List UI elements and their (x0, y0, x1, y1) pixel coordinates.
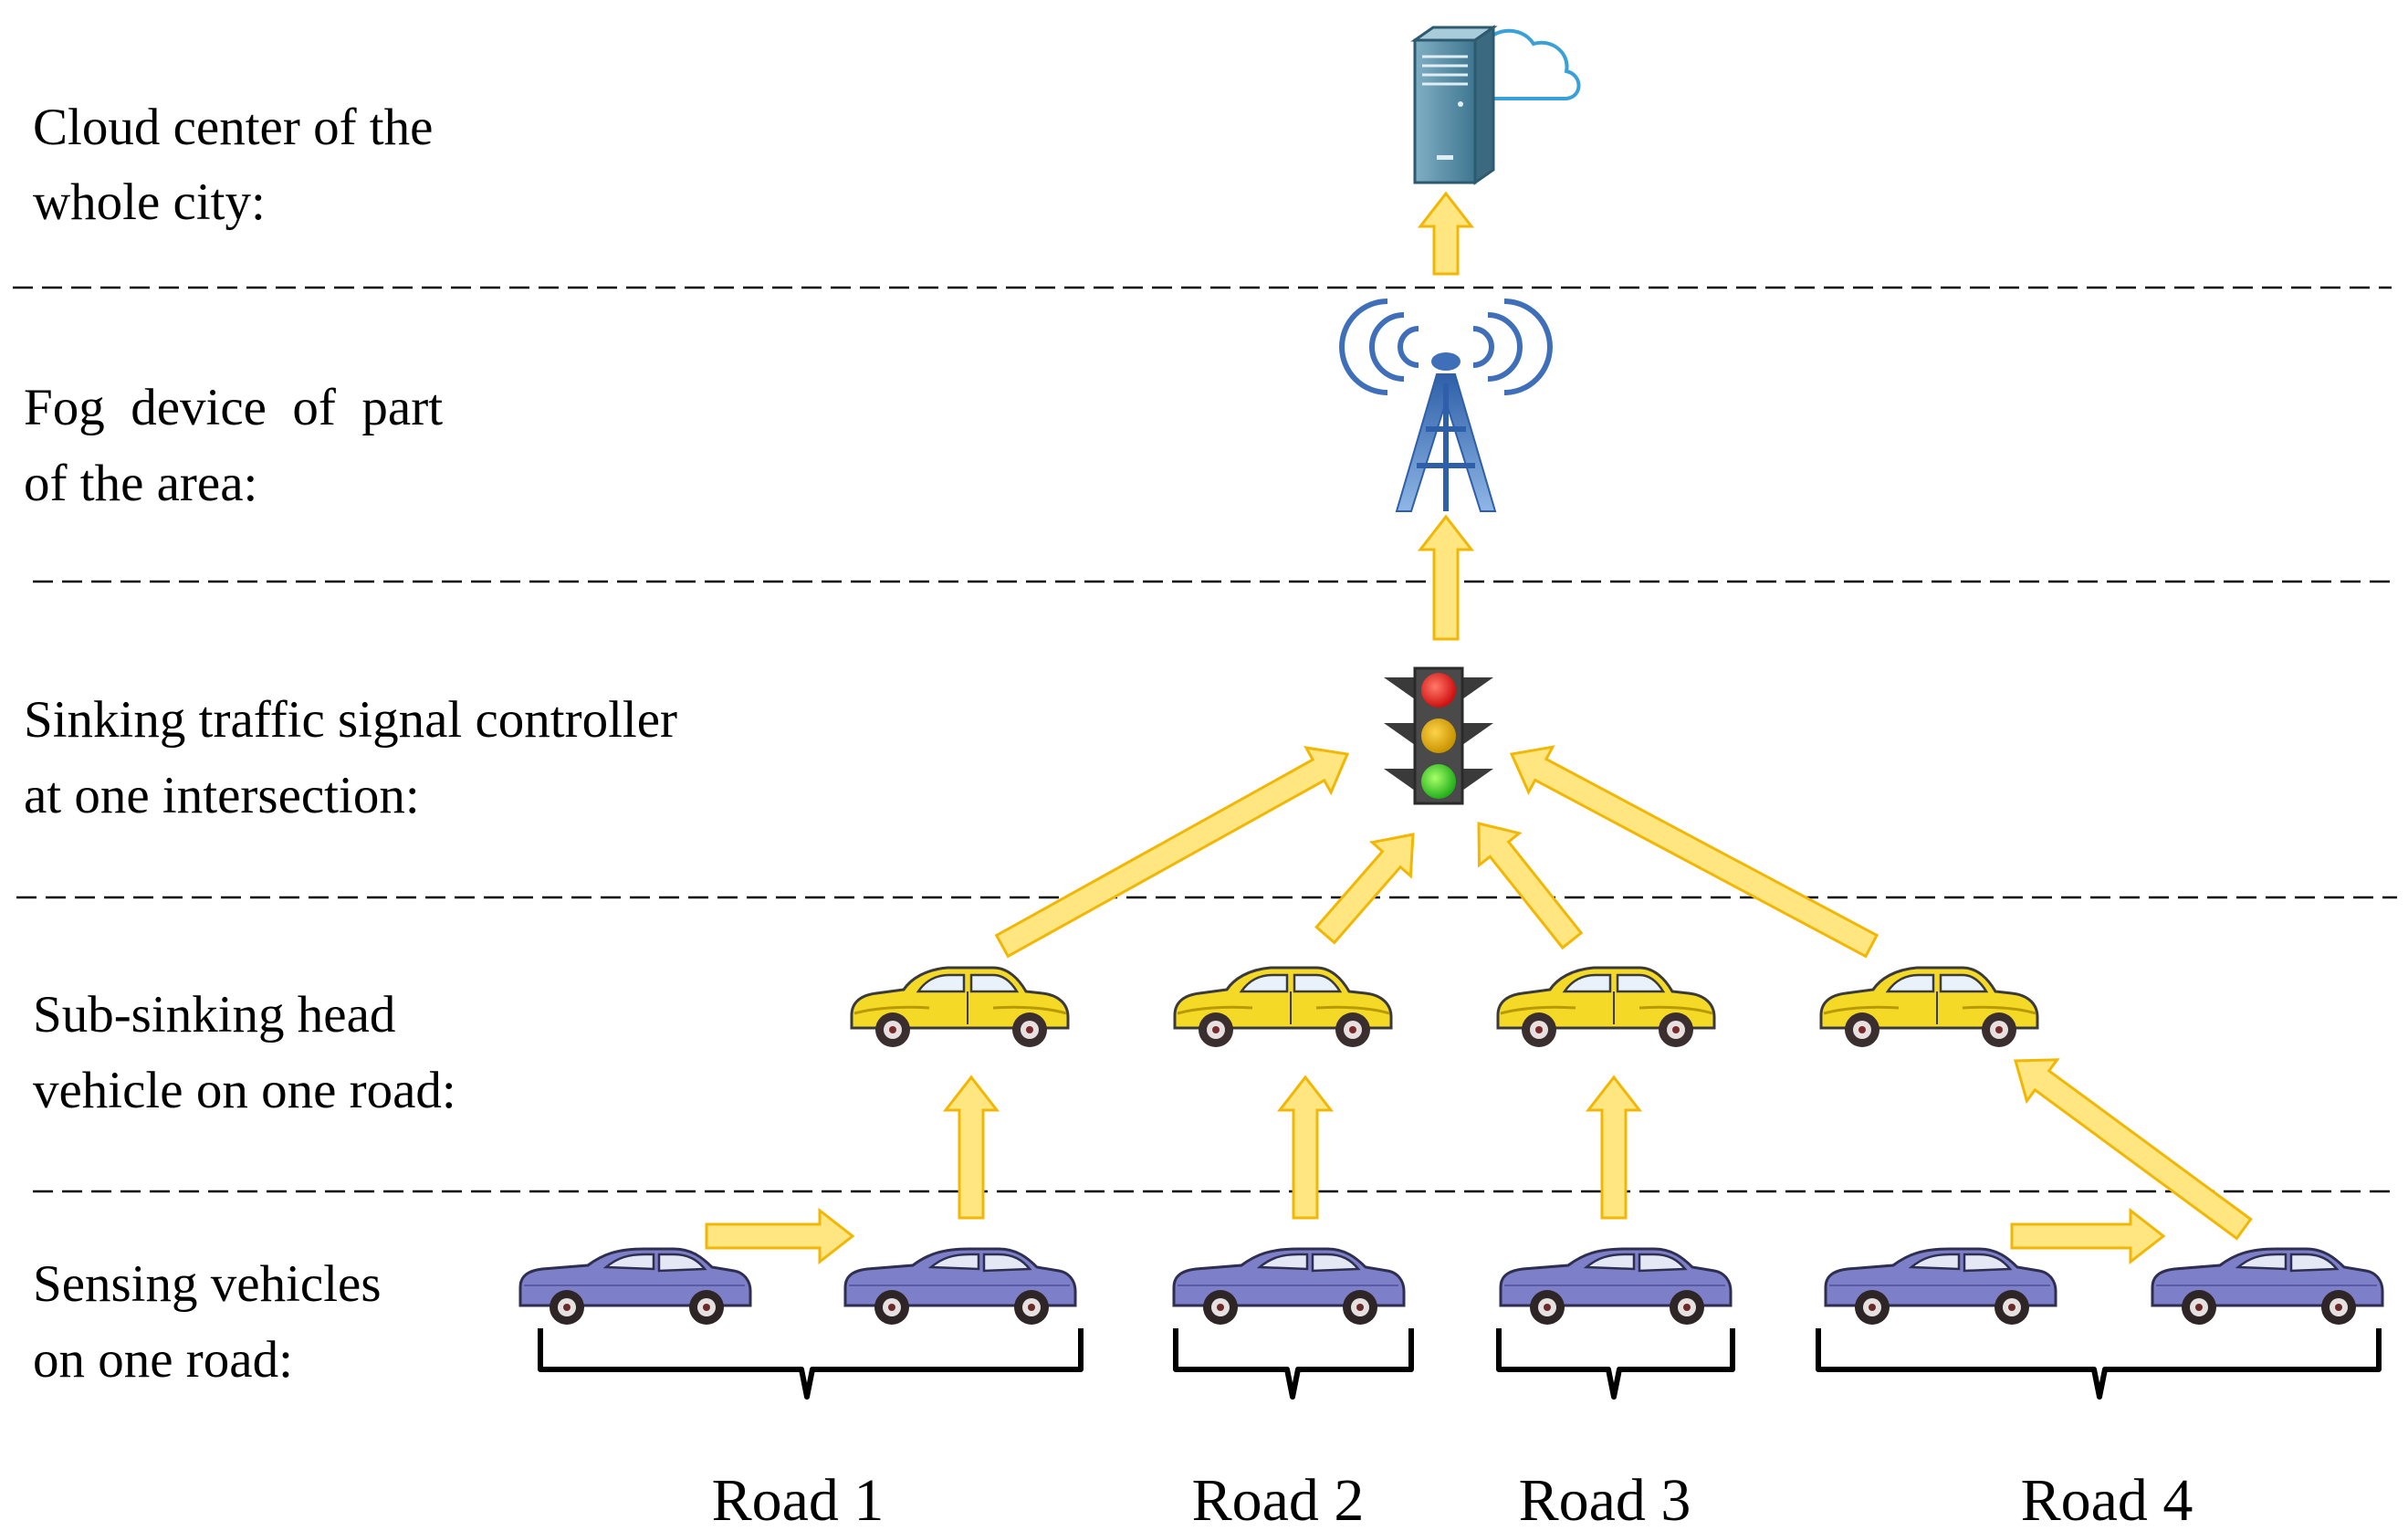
sensing-vehicle-road-1b (843, 1247, 1077, 1327)
tier-label-cloud-line1: Cloud center of the (33, 99, 433, 156)
sensing-vehicle-road-4a (1824, 1247, 2057, 1327)
arrow-head-3-from-sensing (1585, 1075, 1643, 1220)
head-vehicle-road-2 (1173, 966, 1393, 1049)
tier-label-fog-line1: Fog device of part (24, 379, 443, 436)
road-label-2: Road 2 (1192, 1467, 1365, 1531)
sensing-vehicle-road-3 (1499, 1247, 1733, 1327)
arrow-head-4-from-sensing (2014, 1058, 2253, 1241)
server-cloud-icon (1410, 25, 1581, 185)
road-label-3: Road 3 (1519, 1467, 1691, 1531)
tier-label-controller-line2: at one intersection: (24, 767, 420, 824)
head-vehicle-road-1 (850, 966, 1070, 1049)
arrow-server-from-fog (1417, 191, 1475, 276)
arrow-sensing-road-1 (705, 1207, 855, 1265)
green-light (1421, 764, 1456, 799)
road-label-4: Road 4 (2021, 1467, 2193, 1531)
yellow-light (1421, 718, 1456, 753)
arrow-head-2-from-sensing (1276, 1075, 1335, 1220)
head-vehicle-road-3 (1496, 966, 1716, 1049)
tier-label-sensing-line2: on one road: (33, 1331, 293, 1389)
arrow-controller-from-head-2 (1314, 833, 1415, 945)
sensing-vehicle-road-4b (2151, 1247, 2384, 1327)
brace-road-3 (1496, 1328, 1735, 1400)
brace-road-4 (1816, 1328, 2382, 1400)
arrow-controller-from-head-1 (994, 746, 1350, 959)
road-labels: Road 1 Road 2 Road 3 Road 4 (712, 1467, 2193, 1531)
arrow-controller-from-head-4 (1509, 745, 1879, 959)
arrow-controller-from-head-3 (1477, 822, 1584, 950)
brace-road-1 (538, 1328, 1084, 1400)
tier-label-controller-line1: Sinking traffic signal controller (24, 691, 677, 749)
road-label-1: Road 1 (712, 1467, 885, 1531)
arrow-head-1-from-sensing (942, 1075, 1000, 1220)
red-light (1421, 673, 1456, 708)
tier-labels: Cloud center of the whole city: Fog devi… (24, 99, 677, 1389)
tier-label-head-line1: Sub-sinking head (33, 986, 395, 1043)
head-vehicle-road-4 (1819, 966, 2039, 1049)
tier-label-cloud-line2: whole city: (33, 173, 266, 231)
tier-separators (13, 286, 2397, 1193)
tier-label-sensing-line1: Sensing vehicles (33, 1255, 382, 1313)
arrow-sensing-road-4 (2010, 1207, 2166, 1265)
brace-road-2 (1173, 1328, 1414, 1400)
arrow-fog-from-controller (1417, 514, 1475, 641)
traffic-light-icon (1384, 666, 1493, 805)
head-vehicles (850, 966, 2039, 1049)
data-flow-arrows (705, 191, 2253, 1265)
sensing-vehicle-road-2 (1172, 1247, 1406, 1327)
radio-tower-icon (1339, 299, 1553, 512)
tier-label-head-line2: vehicle on one road: (33, 1062, 456, 1119)
sensing-vehicles (518, 1247, 2384, 1327)
road-braces (538, 1328, 2382, 1400)
tier-label-fog-line2: of the area: (24, 455, 257, 512)
sensing-vehicle-road-1a (518, 1247, 752, 1327)
